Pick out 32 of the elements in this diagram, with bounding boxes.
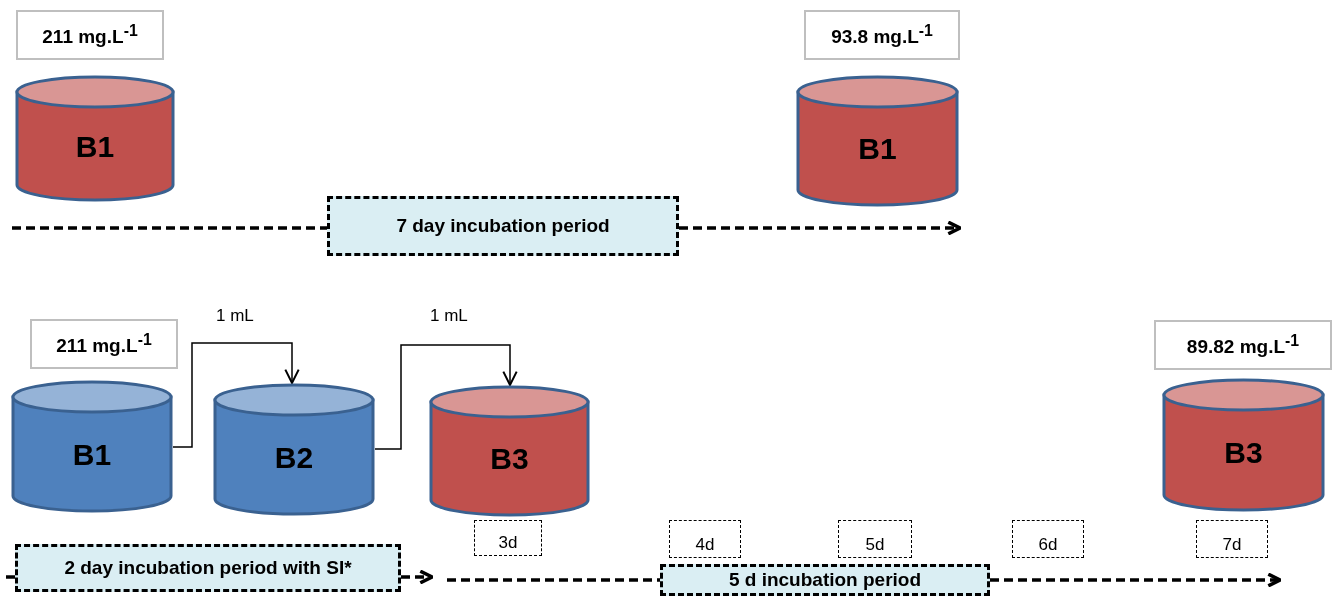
period-box: 2 day incubation period with SI* <box>15 544 401 592</box>
concentration-label: 89.82 mg.L$^{-1}$ <box>1154 320 1332 370</box>
arrow <box>374 344 518 450</box>
container-label: B3 <box>1224 436 1263 470</box>
day-box: 5d <box>838 520 912 558</box>
cylinder-container <box>11 380 173 513</box>
connector-line <box>6 575 15 579</box>
day-box: 4d <box>669 520 741 558</box>
period-box: 7 day incubation period <box>327 196 679 256</box>
arrow <box>172 342 300 448</box>
concentration-label: 211 mg.L$^{-1}$ <box>30 319 178 369</box>
cylinder-container <box>429 385 590 517</box>
period-box: 5 d incubation period <box>660 564 990 596</box>
cylinder-container <box>796 75 959 207</box>
container-label: B1 <box>75 129 115 164</box>
connector-line <box>447 578 660 582</box>
concentration-label: 211 mg.L$^{-1}$ <box>16 10 164 60</box>
day-box: 6d <box>1012 520 1084 558</box>
day-box: 3d <box>474 520 542 556</box>
connector-line <box>12 226 327 230</box>
container-label: B1 <box>72 437 112 472</box>
concentration-label: 93.8 mg.L$^{-1}$ <box>804 10 960 60</box>
cylinder-container <box>1162 378 1325 512</box>
container-label: B2 <box>274 440 314 475</box>
arrow <box>679 220 962 236</box>
day-box: 7d <box>1196 520 1268 558</box>
cylinder-container <box>15 75 175 202</box>
container-label: B1 <box>858 132 897 166</box>
arrow <box>401 569 434 585</box>
arrow <box>990 572 1282 588</box>
cylinder-container <box>213 383 375 516</box>
container-label: B3 <box>490 442 529 476</box>
